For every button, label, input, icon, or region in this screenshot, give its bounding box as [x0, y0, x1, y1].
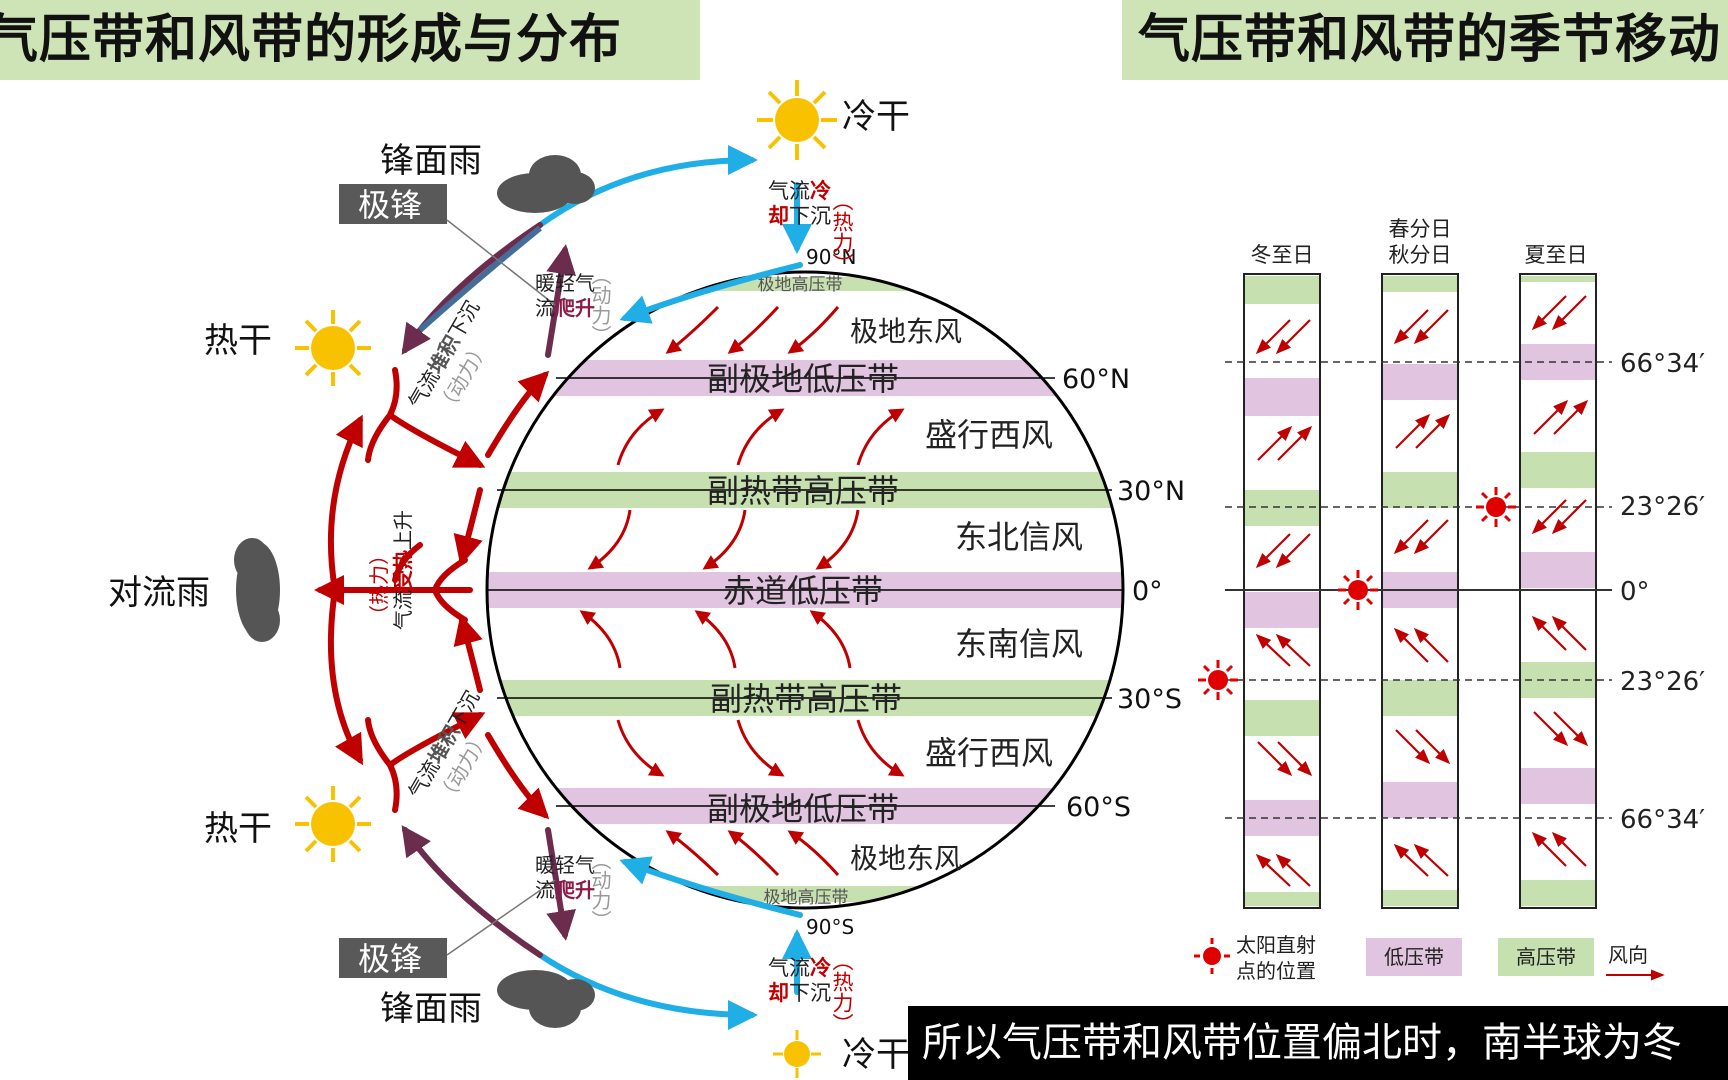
svg-text:（动力）: （动力）: [588, 850, 612, 930]
slat-s6634: 66°34′: [1620, 805, 1705, 835]
svg-text:高压带: 高压带: [1516, 945, 1576, 969]
sun-bottom: [773, 1030, 821, 1078]
legend-high-swatch: [1498, 938, 1594, 976]
label-se-trade: 东南信风: [955, 625, 1083, 663]
svg-text:流爬升: 流爬升: [535, 878, 595, 902]
label-polar-front-top: 极锋: [358, 186, 422, 224]
label-polar-easterly-s: 极地东风: [850, 842, 962, 875]
svg-text:（热力）: （热力）: [830, 950, 854, 1034]
cloud-left: [234, 538, 280, 642]
svg-text:（热力）: （热力）: [367, 545, 391, 625]
polar-front-box-top: [339, 184, 447, 224]
subsolar-marker-winter: [1198, 660, 1238, 700]
label-polar-high-n: 极地高压带: [758, 275, 843, 295]
title-left: 气压带和风带的形成与分布: [0, 0, 700, 80]
arrow-climb-s: [545, 827, 576, 941]
polar-front-box-bottom: [339, 938, 447, 978]
lat-60s: 60°S: [1066, 792, 1131, 823]
arrow-polar-outer-n: [537, 145, 758, 228]
label-ne-trade: 东北信风: [955, 518, 1083, 556]
lat-30s: 30°S: [1117, 684, 1182, 715]
label-hot-dry-top: 热干: [204, 321, 272, 361]
svg-text:气流受热上升: 气流受热上升: [391, 510, 415, 630]
arrow-hadley-n-up: [327, 414, 363, 593]
svg-text:（热力）: （热力）: [830, 190, 854, 274]
label-subtropical-high-s: 副热带高压带: [710, 680, 902, 718]
lat-60n: 60°N: [1062, 364, 1130, 395]
col-winter: 冬至日: [1251, 243, 1314, 267]
svg-text:太阳直射: 太阳直射: [1236, 933, 1316, 957]
label-frontal-rain-bottom: 锋面雨: [380, 989, 482, 1029]
label-subtropical-high-n: 副热带高压带: [707, 472, 899, 510]
column-winter: [1243, 273, 1321, 909]
col-spring: 春分日: [1389, 217, 1452, 241]
svg-text:暖轻气: 暖轻气: [535, 853, 595, 877]
arrow-ferrel-n: [485, 370, 550, 458]
label-cold-dry-top: 冷干: [842, 97, 910, 137]
legend-sun: [1194, 938, 1230, 974]
arrow-climb-n: [545, 244, 576, 358]
subsolar-marker-equinox: [1338, 570, 1378, 610]
wind-arrows-globe: [579, 305, 905, 877]
lat-90n: 90°N: [806, 245, 856, 269]
lat-30n: 30°N: [1117, 476, 1185, 507]
slat-eq: 0°: [1620, 577, 1650, 607]
svg-text:暖轻气: 暖轻气: [535, 271, 595, 295]
arrow-ferrel-s: [485, 732, 550, 820]
sun-left-bottom: [295, 786, 371, 862]
arrow-hadley-s-down: [327, 587, 363, 766]
slat-n2326: 23°26′: [1620, 492, 1705, 522]
legend-low-swatch: [1366, 938, 1462, 976]
svg-text:气流冷: 气流冷: [768, 956, 831, 980]
label-hot-dry-bottom: 热干: [204, 809, 272, 849]
arrow-polar-inner-s: [619, 856, 803, 918]
title-right: 气压带和风带的季节移动: [1122, 0, 1728, 80]
arrow-polar-outer-s2: [401, 825, 543, 958]
slat-s2326: 23°26′: [1620, 667, 1705, 697]
label-polar-front-bottom: 极锋: [358, 940, 422, 978]
cloud-bottom: [497, 970, 595, 1028]
svg-text:气流冷: 气流冷: [768, 179, 831, 203]
label-subpolar-low-n: 副极地低压带: [707, 360, 899, 398]
cloud-top: [497, 155, 595, 213]
svg-text:（动力）: （动力）: [588, 265, 612, 345]
label-polar-high-s: 极地高压带: [764, 888, 849, 908]
column-summer: [1519, 273, 1597, 909]
latitude-lines: [487, 377, 1123, 807]
lat-0: 0°: [1132, 576, 1163, 607]
svg-text:风向: 风向: [1608, 943, 1648, 967]
svg-text:却下沉: 却下沉: [768, 204, 831, 228]
subsolar-marker-summer: [1476, 487, 1516, 527]
arrow-polar-outer-s: [537, 952, 758, 1030]
label-convective-rain: 对流雨: [108, 573, 210, 613]
label-cold-dry-bottom: 冷干: [842, 1035, 910, 1075]
label-equatorial-low: 赤道低压带: [723, 572, 883, 610]
legend: 太阳直射 点的位置 低压带 高压带 风向: [1194, 933, 1665, 983]
label-frontal-rain-top: 锋面雨: [380, 141, 482, 181]
svg-text:却下沉: 却下沉: [768, 981, 831, 1005]
globe-outline: [485, 270, 1125, 910]
arrow-polar-inner-n: [619, 262, 803, 324]
svg-text:点的位置: 点的位置: [1236, 959, 1316, 983]
svg-text:流爬升: 流爬升: [535, 296, 595, 320]
label-westerly-s: 盛行西风: [925, 734, 1053, 772]
sun-top: [757, 80, 837, 160]
col-autumn: 秋分日: [1389, 243, 1452, 267]
video-subtitle: 所以气压带和风带位置偏北时，南半球为冬: [908, 1006, 1728, 1080]
label-subpolar-low-s: 副极地低压带: [707, 790, 899, 828]
svg-text:低压带: 低压带: [1384, 945, 1444, 969]
col-summer: 夏至日: [1525, 243, 1588, 267]
sun-left-top: [295, 310, 371, 386]
label-westerly-n: 盛行西风: [925, 416, 1053, 454]
seasonal-panel: 冬至日 春分日 秋分日 夏至日: [1194, 217, 1705, 983]
arrow-polar-outer-n2: [401, 222, 543, 355]
slat-n6634: 66°34′: [1620, 349, 1705, 379]
label-polar-easterly-n: 极地东风: [850, 315, 962, 348]
lat-90s: 90°S: [806, 915, 854, 939]
arrow-polar-front-n: [417, 225, 542, 333]
